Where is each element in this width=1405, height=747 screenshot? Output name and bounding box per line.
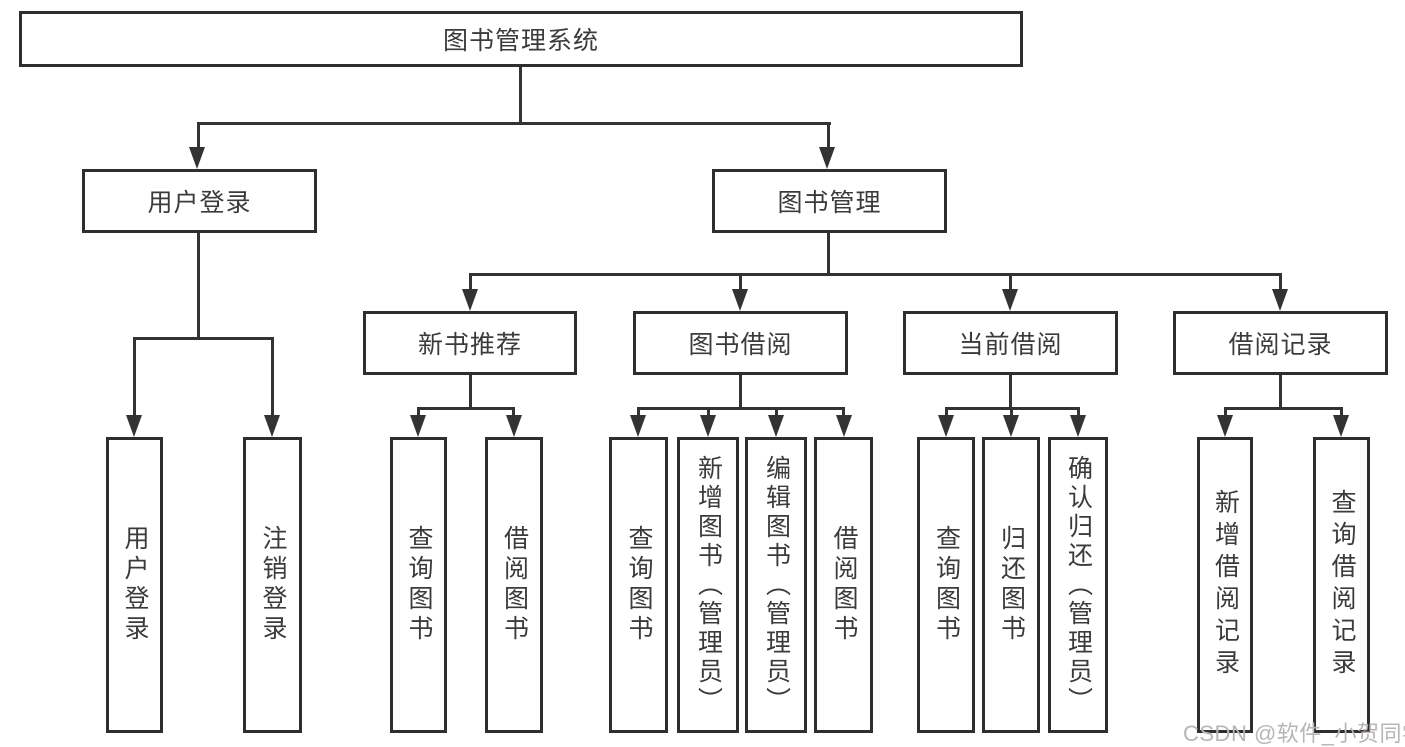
node-label: 确认归还（管理员）	[1064, 454, 1093, 716]
arrow-down-icon	[630, 415, 646, 437]
node-user-login: 用户登录	[82, 169, 317, 233]
connector-line	[827, 122, 830, 150]
arrow-down-icon	[938, 415, 954, 437]
connector-line	[739, 273, 742, 291]
connector-line	[1009, 273, 1012, 291]
node-label: 当前借阅	[958, 331, 1063, 359]
arrow-down-icon	[1217, 415, 1233, 437]
node-book-borrowing: 图书借阅	[633, 311, 848, 375]
node-borrowing-records: 借阅记录	[1173, 311, 1388, 375]
connector-line	[1009, 375, 1012, 407]
arrow-down-icon	[1003, 415, 1019, 437]
node-label: 编辑图书（管理员）	[762, 454, 791, 716]
connector-line	[469, 273, 1281, 276]
connector-line	[739, 375, 742, 407]
connector-line	[469, 375, 472, 407]
arrow-down-icon	[1272, 289, 1288, 311]
connector-line	[945, 407, 948, 417]
leaf-add-borrow-record: 新增借阅记录	[1197, 437, 1253, 733]
node-label: 新增借阅记录	[1211, 489, 1240, 681]
connector-line	[197, 233, 200, 337]
leaf-query-books-recommend: 查询图书	[390, 437, 447, 733]
connector-line	[637, 407, 845, 410]
connector-line	[512, 407, 515, 417]
leaf-query-borrow-record: 查询借阅记录	[1313, 437, 1370, 733]
connector-line	[1340, 407, 1343, 417]
connector-line	[417, 407, 420, 417]
arrow-down-icon	[126, 415, 142, 437]
arrow-down-icon	[410, 415, 426, 437]
leaf-borrow-books: 借阅图书	[814, 437, 873, 733]
connector-line	[842, 407, 845, 417]
node-label: 注销登录	[259, 525, 287, 645]
connector-line	[1224, 407, 1227, 417]
node-label: 图书借阅	[688, 331, 793, 359]
connector-line	[133, 337, 136, 417]
node-label: 查询图书	[405, 525, 433, 645]
connector-line	[1279, 273, 1282, 291]
node-book-management: 图书管理	[712, 169, 947, 233]
connector-line	[1279, 375, 1282, 407]
node-label: 查询借阅记录	[1328, 489, 1356, 681]
arrow-down-icon	[264, 415, 280, 437]
connector-line	[271, 337, 274, 417]
node-label: 新书推荐	[417, 331, 522, 359]
node-label: 借阅图书	[830, 525, 858, 645]
arrow-down-icon	[836, 415, 852, 437]
node-label: 查询图书	[932, 525, 961, 645]
node-label: 查询图书	[625, 525, 653, 645]
connector-line	[519, 67, 522, 122]
connector-line	[827, 233, 830, 273]
connector-line	[469, 273, 472, 291]
arrow-down-icon	[819, 147, 835, 169]
arrow-down-icon	[700, 415, 716, 437]
leaf-add-books-admin: 新增图书（管理员）	[677, 437, 739, 733]
node-label: 借阅图书	[500, 525, 529, 645]
leaf-confirm-return-admin: 确认归还（管理员）	[1048, 437, 1108, 733]
arrow-down-icon	[768, 415, 784, 437]
arrow-down-icon	[462, 289, 478, 311]
arrow-down-icon	[1002, 289, 1018, 311]
node-label: 用户登录	[147, 189, 252, 217]
node-label: 借阅记录	[1228, 331, 1333, 359]
connector-line	[775, 407, 778, 417]
connector-line	[1224, 407, 1343, 410]
connector-line	[197, 122, 200, 150]
leaf-logout: 注销登录	[243, 437, 302, 733]
node-label: 图书管理	[777, 189, 882, 217]
leaf-user-login: 用户登录	[106, 437, 163, 733]
node-label: 用户登录	[121, 525, 149, 645]
node-current-borrowing: 当前借阅	[903, 311, 1118, 375]
connector-line	[707, 407, 710, 417]
node-new-book-recommendation: 新书推荐	[363, 311, 577, 375]
connector-line	[1077, 407, 1080, 417]
leaf-borrow-books-recommend: 借阅图书	[485, 437, 543, 733]
arrow-down-icon	[506, 415, 522, 437]
watermark-text: CSDN @软件_小贺同学	[1183, 721, 1405, 746]
arrow-down-icon	[1333, 415, 1349, 437]
connector-line	[637, 407, 640, 417]
leaf-edit-books-admin: 编辑图书（管理员）	[745, 437, 807, 733]
leaf-query-books-borrowing: 查询图书	[609, 437, 668, 733]
arrow-down-icon	[189, 147, 205, 169]
node-label: 新增图书（管理员）	[694, 454, 723, 716]
connector-line	[197, 122, 831, 125]
node-label: 图书管理系统	[442, 27, 599, 55]
connector-line	[133, 337, 274, 340]
node-root-library-management-system: 图书管理系统	[19, 11, 1023, 67]
node-label: 归还图书	[997, 525, 1026, 645]
connector-line	[417, 407, 515, 410]
arrow-down-icon	[732, 289, 748, 311]
leaf-return-books: 归还图书	[982, 437, 1040, 733]
arrow-down-icon	[1070, 415, 1086, 437]
leaf-query-books-current: 查询图书	[917, 437, 975, 733]
connector-line	[1010, 407, 1013, 417]
